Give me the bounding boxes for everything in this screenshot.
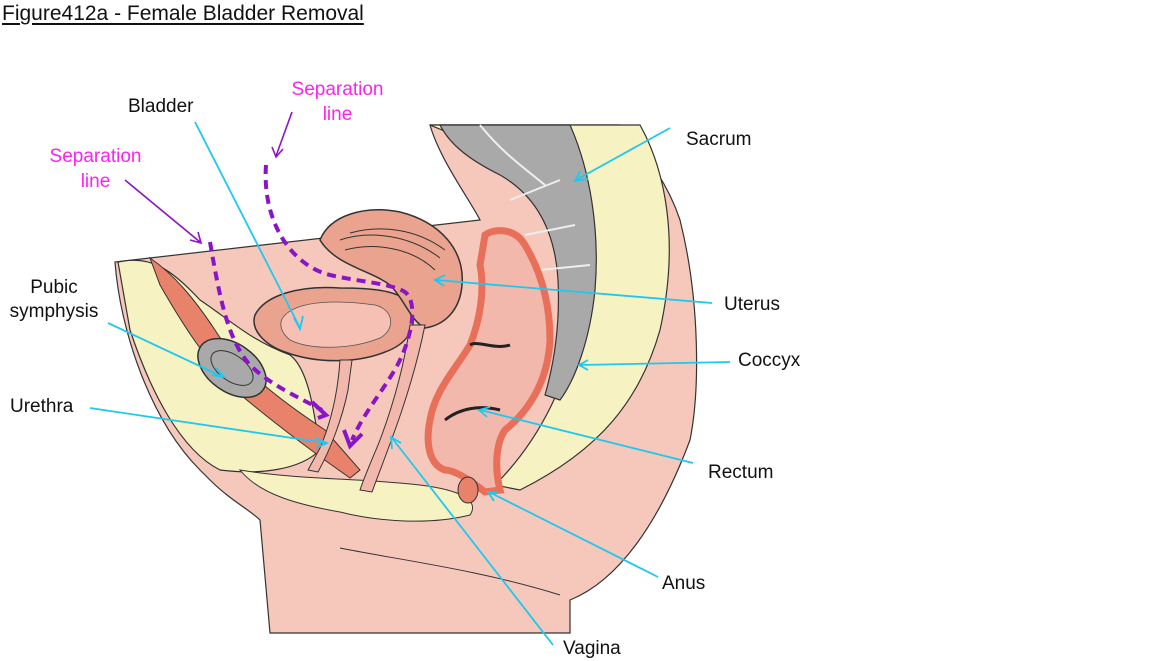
label-urethra: Urethra bbox=[10, 396, 74, 417]
label-pubic-symphysis-line2: symphysis bbox=[9, 301, 99, 322]
separation-pointer-2 bbox=[275, 111, 293, 157]
separation-label-anterior-line1: Separation bbox=[49, 146, 142, 167]
separation-label-anterior: Separation line bbox=[38, 144, 153, 194]
leader-uterus bbox=[435, 279, 713, 304]
separation-label-posterior: Separation line bbox=[280, 77, 395, 127]
buttock-crease bbox=[339, 547, 561, 596]
separation-pointer-1 bbox=[124, 179, 201, 243]
leader-bladder bbox=[194, 121, 301, 329]
leader-rectum bbox=[479, 409, 694, 464]
leader-pubic-symphysis bbox=[107, 322, 224, 378]
vagina-canal bbox=[359, 324, 426, 493]
label-bladder: Bladder bbox=[128, 96, 194, 117]
separation-line-posterior bbox=[263, 164, 415, 441]
label-rectum: Rectum bbox=[708, 462, 774, 483]
anus-sphincter bbox=[457, 476, 479, 504]
leader-vagina bbox=[391, 437, 554, 646]
label-anus: Anus bbox=[662, 573, 706, 594]
leader-coccyx bbox=[579, 361, 731, 366]
label-pubic-symphysis: Pubic symphysis bbox=[5, 276, 103, 324]
urethra-tube bbox=[307, 359, 353, 473]
separation-arrowhead-anterior bbox=[310, 400, 330, 420]
separation-label-posterior-line2: line bbox=[322, 104, 353, 125]
leader-urethra bbox=[89, 407, 327, 444]
label-sacrum: Sacrum bbox=[686, 129, 752, 150]
separation-label-anterior-line2: line bbox=[80, 171, 111, 192]
figure-title: Figure412a - Female Bladder Removal bbox=[2, 2, 364, 25]
perineal-fat bbox=[238, 469, 473, 522]
label-uterus: Uterus bbox=[724, 294, 780, 315]
leader-sacrum bbox=[575, 127, 671, 181]
rectum-organ bbox=[424, 227, 554, 496]
leader-anus bbox=[488, 491, 659, 578]
label-pubic-symphysis-line1: Pubic bbox=[30, 277, 78, 298]
pubic-symphysis-bone bbox=[197, 337, 267, 399]
separation-line-anterior bbox=[208, 241, 323, 412]
sacrum-bone bbox=[439, 124, 597, 401]
label-coccyx: Coccyx bbox=[738, 350, 801, 371]
bladder-lumen bbox=[280, 301, 392, 348]
label-vagina: Vagina bbox=[563, 638, 621, 659]
separation-label-posterior-line1: Separation bbox=[291, 79, 384, 100]
separation-arrowhead-posterior bbox=[342, 429, 364, 450]
